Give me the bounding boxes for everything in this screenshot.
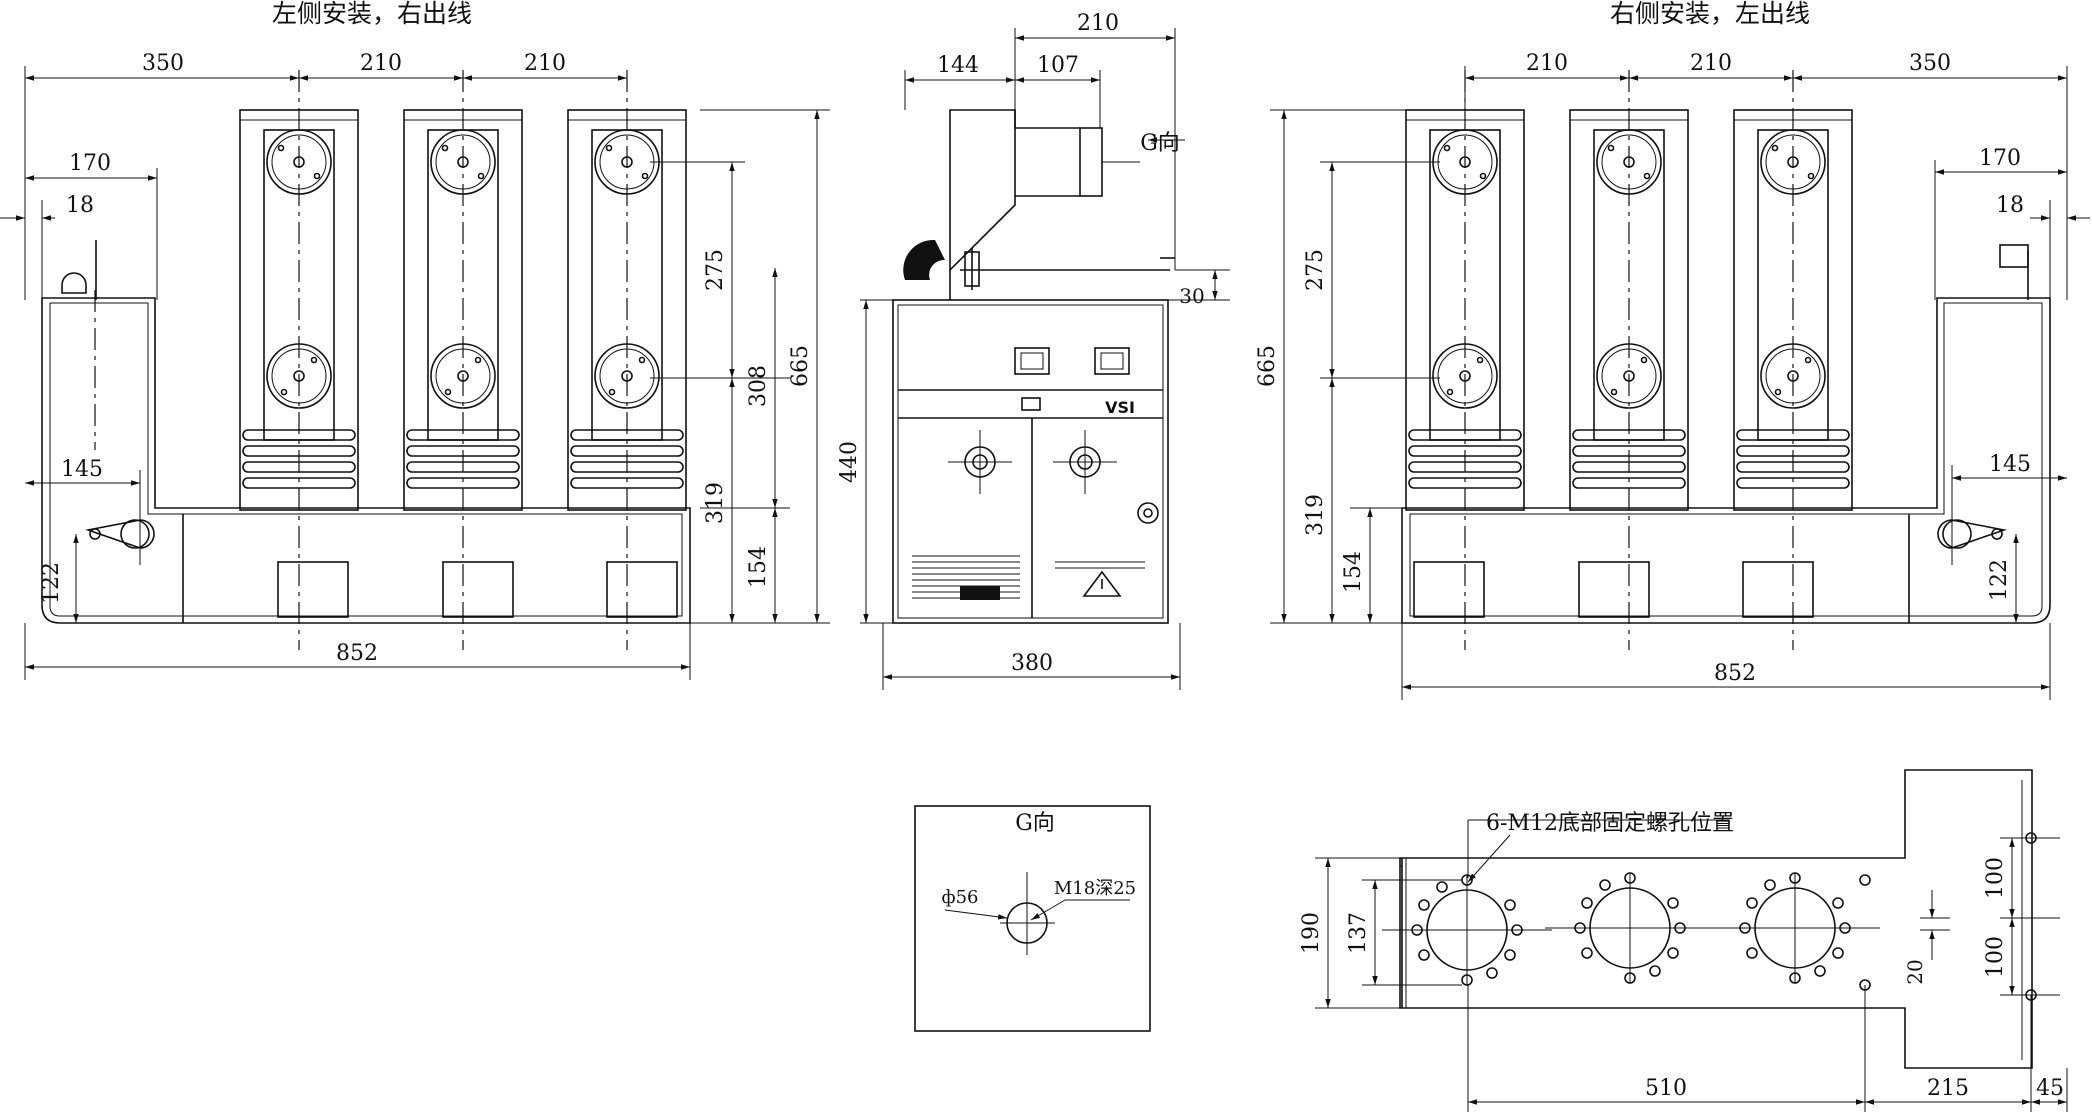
right-lever (1937, 519, 2008, 549)
side-dim-144: 144 (937, 53, 979, 78)
right-body-outline (1401, 297, 2051, 624)
left-body-outline (41, 297, 691, 624)
left-lever (84, 519, 155, 549)
g-view-thread: M18深25 (1054, 878, 1136, 899)
right-dim-350: 350 (1909, 51, 1951, 76)
left-pole-1 (239, 69, 359, 651)
plan-dim-137: 137 (1346, 912, 1371, 954)
right-dim-170: 170 (1979, 146, 2021, 171)
left-dim-308: 308 (746, 365, 771, 407)
side-dim-440: 440 (837, 441, 862, 483)
side-panel (892, 299, 1169, 624)
plan-bolt-hole-note: 6-M12底部固定螺孔位置 (1486, 811, 1734, 836)
left-dim-852: 852 (336, 641, 378, 666)
left-pole-3 (567, 69, 687, 651)
right-front-view: 右侧安装，左出线 210 210 350 170 18 145 (1255, 0, 2090, 700)
plan-dim-190: 190 (1299, 912, 1324, 954)
plan-dim-100a: 100 (1983, 857, 2008, 899)
right-dim-210a: 210 (1526, 51, 1568, 76)
plan-dim-100b: 100 (1983, 936, 2008, 978)
left-dim-154: 154 (746, 546, 771, 588)
left-front-view: 左侧安装，右出线 350 210 210 170 18 (0, 0, 830, 680)
plan-bolt-pattern-3 (1709, 872, 1881, 984)
right-dim-122: 122 (1987, 559, 2012, 601)
plan-bolt-pattern-2 (1544, 872, 1716, 984)
left-dim-350: 350 (142, 51, 184, 76)
plan-bolt-pattern-1 (1381, 874, 1553, 986)
side-dim-30: 30 (1179, 284, 1204, 308)
right-pole-2 (1569, 69, 1689, 651)
right-dim-852: 852 (1714, 661, 1756, 686)
left-dim-170: 170 (69, 151, 111, 176)
panel-brand: VSI (1105, 398, 1135, 417)
plan-outline (1399, 769, 2033, 1069)
g-view-arrow-label: G向 (1140, 131, 1180, 156)
right-pole-3 (1733, 69, 1853, 651)
left-dim-122: 122 (39, 562, 64, 604)
left-view-heading: 左侧安装，右出线 (272, 0, 472, 28)
side-housing (949, 109, 1016, 272)
right-dim-145: 145 (1989, 452, 2031, 477)
left-pole-2 (403, 69, 523, 651)
manual-charge-socket (1137, 502, 1159, 524)
g-view-title: G向 (1015, 811, 1055, 836)
right-dim-154: 154 (1341, 551, 1366, 593)
right-dim-18: 18 (1996, 193, 2024, 218)
right-pole-1 (1405, 69, 1525, 651)
left-dim-665: 665 (788, 345, 813, 387)
side-coupler (903, 239, 945, 280)
left-dim-210b: 210 (524, 51, 566, 76)
side-dim-107: 107 (1037, 53, 1079, 78)
right-dim-319: 319 (1303, 494, 1328, 536)
side-terminal-tab (1079, 127, 1103, 197)
left-dim-210a: 210 (360, 51, 402, 76)
right-dim-210b: 210 (1690, 51, 1732, 76)
plan-dim-510: 510 (1645, 1076, 1687, 1101)
left-dim-319: 319 (703, 482, 728, 524)
left-dim-275: 275 (703, 249, 728, 291)
left-dim-18: 18 (66, 193, 94, 218)
plan-dim-20: 20 (1903, 959, 1927, 984)
g-view-frame (914, 805, 1151, 1032)
side-view: VSI (837, 11, 1230, 690)
warning-icon (1082, 570, 1122, 597)
indicator-window-2 (1094, 347, 1130, 375)
right-view-heading: 右侧安装，左出线 (1610, 0, 1810, 28)
bottom-plan-view: 6-M12底部固定螺孔位置 190 137 100 100 20 510 215… (1299, 769, 2068, 1112)
right-dim-275: 275 (1303, 249, 1328, 291)
side-dim-380: 380 (1011, 651, 1053, 676)
right-dim-665: 665 (1255, 345, 1280, 387)
plan-dim-45: 45 (2036, 1076, 2064, 1101)
nameplate (912, 555, 1020, 600)
g-view-diameter: ф56 (942, 887, 979, 908)
side-dim-210: 210 (1077, 11, 1119, 36)
plan-dim-215: 215 (1927, 1076, 1969, 1101)
indicator-window-1 (1014, 347, 1050, 375)
left-dim-145: 145 (61, 457, 103, 482)
g-view-detail: G向 ф56 M18深25 (914, 805, 1151, 1032)
